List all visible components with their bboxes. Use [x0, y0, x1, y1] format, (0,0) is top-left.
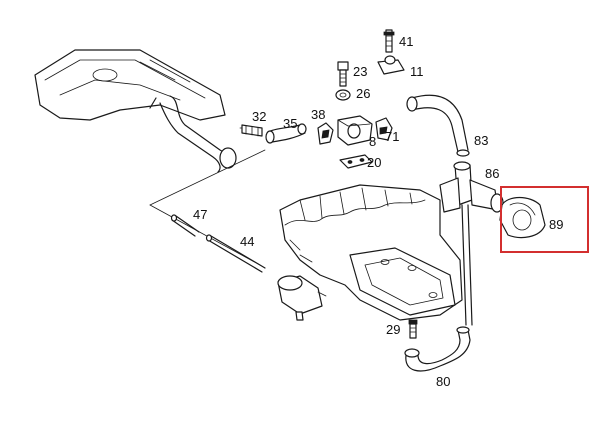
part-35-hose: [265, 123, 307, 144]
callout-32: 32: [252, 109, 266, 124]
callout-71: 71: [385, 129, 399, 144]
callout-labels: 41 23 11 26 32 35 38 8 71 20 83 86 89 47…: [193, 34, 563, 389]
callout-20: 20: [367, 155, 381, 170]
highlight-box-89: [500, 186, 589, 253]
part-23-bolt: [337, 61, 349, 87]
engine-cover: [34, 49, 226, 121]
actuator-unit: [277, 275, 327, 321]
part-8-valve: [337, 115, 373, 146]
part-11-bracket: [377, 55, 405, 75]
callout-35: 35: [283, 116, 297, 131]
intake-manifold: [279, 184, 463, 321]
part-41-stud: [383, 29, 395, 53]
callout-11: 11: [410, 64, 424, 79]
callout-23: 23: [353, 64, 367, 79]
part-20-gasket: [339, 154, 373, 169]
callout-86: 86: [485, 166, 499, 181]
part-83-hose: [406, 94, 470, 157]
part-71-clip: [375, 117, 393, 141]
breather-hose-left: [149, 95, 237, 173]
part-89-bracket: [499, 196, 546, 239]
callout-41: 41: [399, 34, 413, 49]
part-80-hose: [404, 326, 471, 372]
callout-44: 44: [240, 234, 254, 249]
callout-47: 47: [193, 207, 207, 222]
part-44-rod: [205, 234, 266, 273]
callout-89: 89: [549, 217, 563, 232]
part-38-clip: [317, 122, 334, 145]
callout-29: 29: [386, 322, 400, 337]
part-26-washer: [335, 89, 351, 101]
callout-38: 38: [311, 107, 325, 122]
callout-26: 26: [356, 86, 370, 101]
callout-8: 8: [369, 134, 376, 149]
part-32-fitting: [241, 124, 263, 137]
part-47-rod: [170, 214, 200, 237]
callout-83: 83: [474, 133, 488, 148]
callout-80: 80: [436, 374, 450, 389]
vertical-pipe: [461, 204, 473, 326]
part-29-bolt: [408, 319, 418, 339]
